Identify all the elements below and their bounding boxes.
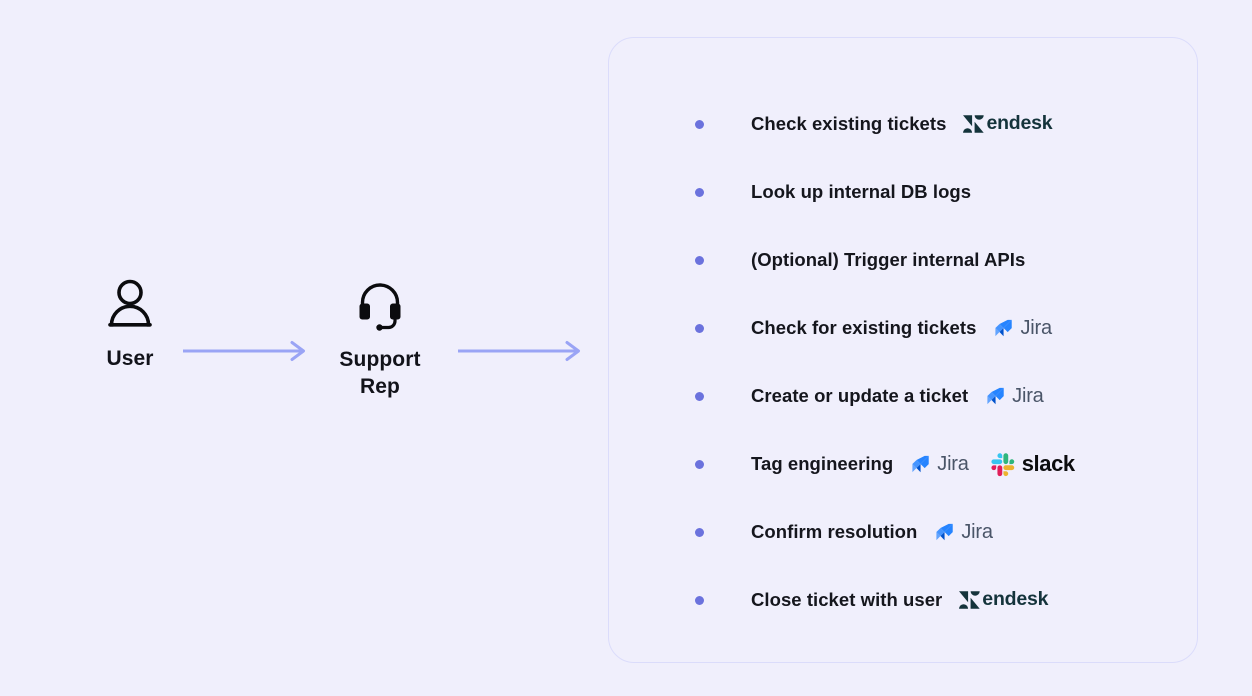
list-item: Check existing tickets endesk — [695, 90, 1179, 158]
list-item-logos: endesk — [962, 112, 1053, 135]
bullet-icon — [695, 595, 704, 605]
jira-wordmark: Jira — [1020, 317, 1052, 339]
bullet-icon — [695, 391, 704, 401]
bullet-icon — [695, 323, 704, 333]
bullet-icon — [695, 255, 704, 265]
slack-logo: slack — [991, 452, 1075, 477]
list-item-logos: Jira — [984, 385, 1044, 407]
capability-card: Check existing tickets endesk — [608, 37, 1198, 663]
jira-logo: Jira — [992, 317, 1052, 339]
list-item-label: Check for existing tickets — [751, 317, 977, 338]
list-item: Close ticket with user endesk — [695, 566, 1179, 634]
list-item-label: Close ticket with user — [751, 589, 943, 610]
list-item-label: Create or update a ticket — [751, 385, 969, 406]
bullet-icon — [695, 119, 704, 129]
flow-node-user-label: User — [106, 347, 154, 370]
arrow-right-icon — [182, 340, 310, 362]
list-item: (Optional) Trigger internal APIs — [695, 226, 1179, 294]
list-item-label: (Optional) Trigger internal APIs — [751, 249, 1026, 270]
list-item: Look up internal DB logs — [695, 158, 1179, 226]
jira-logo: Jira — [933, 521, 993, 543]
list-item-logos: Jira — [933, 521, 993, 543]
arrow-right-icon — [457, 340, 585, 362]
jira-wordmark: Jira — [961, 521, 993, 543]
bullet-icon — [695, 459, 704, 469]
jira-wordmark: Jira — [937, 453, 969, 475]
list-item-label: Look up internal DB logs — [751, 181, 972, 202]
slack-wordmark: slack — [1021, 451, 1075, 476]
list-item-label: Confirm resolution — [751, 521, 918, 542]
jira-logo: Jira — [984, 385, 1044, 407]
list-item: Tag engineering Jira — [695, 430, 1179, 498]
zendesk-wordmark: endesk — [982, 588, 1049, 611]
headset-icon — [354, 277, 406, 331]
bullet-icon — [695, 187, 704, 197]
flow-node-support-rep-label: Support Rep — [339, 348, 421, 398]
zendesk-wordmark: endesk — [986, 112, 1053, 135]
flow-node-user: User — [50, 278, 210, 373]
list-item-logos: endesk — [958, 588, 1049, 611]
jira-logo: Jira — [909, 453, 969, 475]
flow-node-support-rep: Support Rep — [300, 277, 460, 401]
list-item-logos: Jira — [909, 452, 1075, 477]
list-item-label: Check existing tickets — [751, 113, 947, 134]
capability-list: Check existing tickets endesk — [695, 90, 1179, 634]
zendesk-logo: endesk — [958, 588, 1049, 611]
list-item-label: Tag engineering — [751, 453, 894, 474]
user-person-icon — [105, 278, 155, 330]
list-item: Check for existing tickets Jira — [695, 294, 1179, 362]
list-item-logos: Jira — [992, 317, 1052, 339]
zendesk-logo: endesk — [962, 112, 1053, 135]
list-item: Create or update a ticket Jira — [695, 362, 1179, 430]
bullet-icon — [695, 527, 704, 537]
jira-wordmark: Jira — [1012, 385, 1044, 407]
list-item: Confirm resolution Jira — [695, 498, 1179, 566]
